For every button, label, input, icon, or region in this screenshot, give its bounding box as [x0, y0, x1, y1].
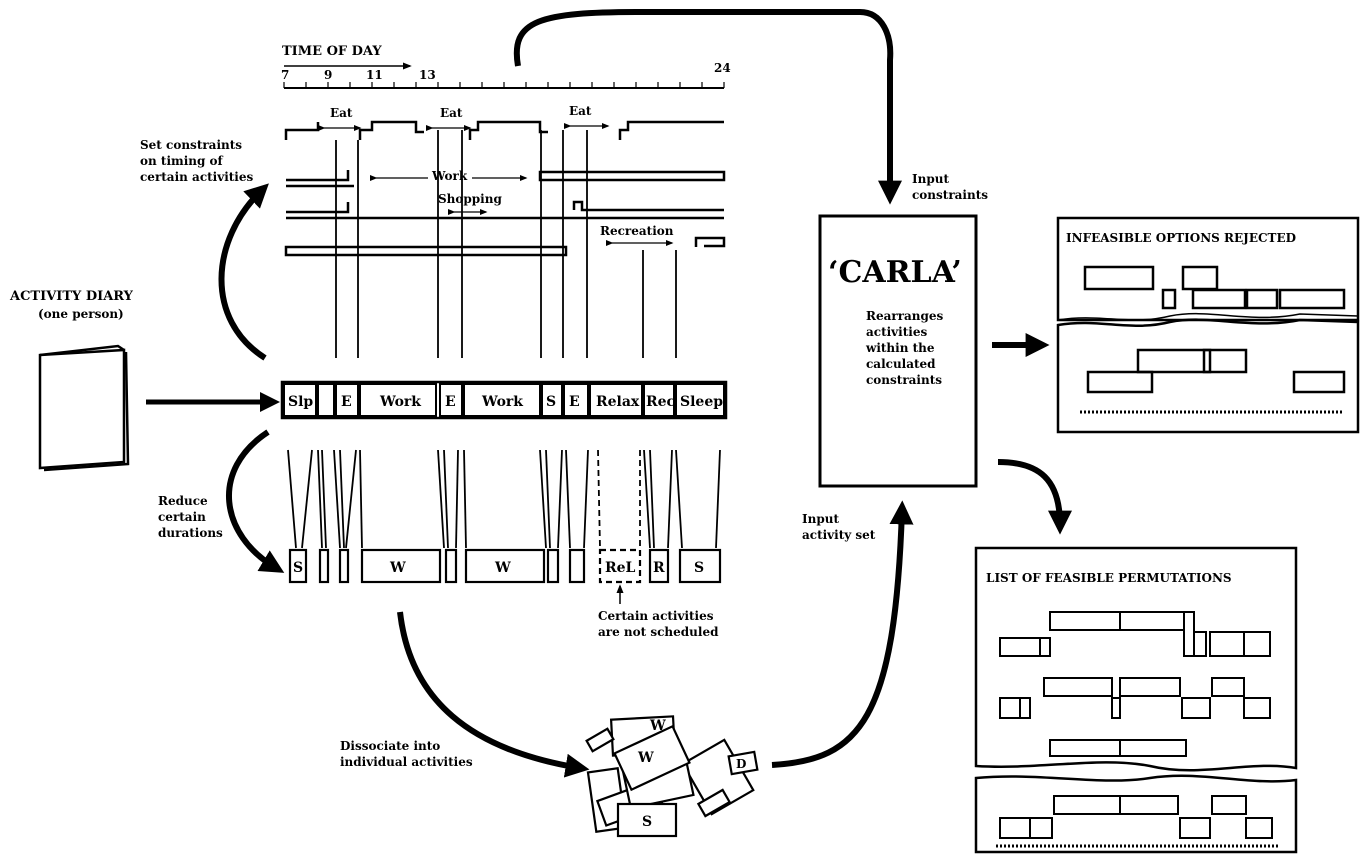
diary-subtitle: (one person) — [38, 307, 124, 321]
constraint-lines — [336, 130, 676, 358]
constraint-labels: Eat Eat Eat Work Shopping Recreation — [324, 104, 674, 243]
shopping-label: Shopping — [438, 192, 502, 206]
note-line: Reduce — [158, 494, 208, 508]
input-activity-label: Input — [802, 512, 839, 526]
reduced-cell: S — [293, 560, 303, 576]
carla-body: within the — [865, 341, 935, 355]
pile-label: W — [637, 750, 654, 766]
activity-cell: E — [341, 394, 352, 410]
carla-title: ‘CARLA’ — [828, 255, 962, 290]
pile-label: W — [649, 718, 666, 734]
pile-label: D — [736, 757, 746, 771]
feasible-panel — [976, 548, 1296, 852]
feasible-title: LIST OF FEASIBLE PERMUTATIONS — [986, 571, 1232, 585]
scheduling-note: Certain activities — [598, 609, 714, 623]
input-constraints-label: Input — [912, 172, 949, 186]
scheduling-note: are not scheduled — [598, 625, 719, 639]
tick-label: 9 — [324, 68, 332, 82]
reduction-lines — [288, 450, 720, 548]
carla-body: Rearranges — [866, 309, 944, 323]
note-line: certain — [158, 510, 206, 524]
note-line: Dissociate into — [340, 739, 440, 753]
infeasible-panel — [1058, 218, 1358, 432]
infeasible-title: INFEASIBLE OPTIONS REJECTED — [1066, 231, 1296, 245]
input-activity-label: activity set — [802, 528, 876, 542]
work-label: Work — [431, 169, 468, 183]
activity-pile — [587, 716, 758, 836]
activity-diary: ACTIVITY DIARY (one person) — [9, 289, 272, 470]
activity-cell: Slp — [288, 394, 313, 410]
reduced-cell: S — [694, 560, 704, 576]
eat-label-1: Eat — [330, 106, 353, 120]
time-axis: TIME OF DAY 7 9 11 13 24 — [281, 44, 731, 88]
activity-cell: Rec — [646, 394, 675, 410]
input-constraints-label: constraints — [912, 188, 988, 202]
carla-box: ‘CARLA’ Rearranges activities within the… — [820, 216, 976, 486]
reduced-cell: W — [389, 560, 406, 576]
time-axis-title: TIME OF DAY — [282, 44, 382, 59]
reduced-cell: ReL — [605, 560, 636, 576]
note-line: Set constraints — [140, 138, 242, 152]
tick-label: 7 — [281, 68, 289, 82]
tick-label: 24 — [714, 61, 731, 75]
activity-row: Slp E Work E Work S E Relax Rec Sleep — [282, 382, 726, 418]
activity-cell: S — [546, 394, 556, 410]
note-line: on timing of — [140, 154, 224, 168]
carla-body: constraints — [866, 373, 942, 387]
activity-cell: Sleep — [680, 394, 723, 410]
note-line: certain activities — [140, 170, 253, 184]
eat-label-2: Eat — [440, 106, 463, 120]
tick-label: 13 — [419, 68, 436, 82]
recreation-label: Recreation — [600, 224, 674, 238]
carla-body: calculated — [866, 357, 936, 371]
diary-title: ACTIVITY DIARY — [9, 289, 134, 304]
flow-arrows — [221, 12, 1060, 768]
pile-label: S — [642, 814, 652, 830]
book-icon — [40, 346, 128, 470]
activity-cell: Relax — [596, 394, 640, 410]
activity-cell: Work — [379, 394, 421, 410]
left-notes: Set constraints on timing of certain act… — [140, 138, 473, 769]
note-line: individual activities — [340, 755, 473, 769]
activity-cell: Work — [481, 394, 523, 410]
note-line: durations — [158, 526, 223, 540]
carla-body: activities — [866, 325, 927, 339]
activity-cell: E — [569, 394, 580, 410]
reduced-cell: R — [653, 560, 665, 576]
eat-label-3: Eat — [569, 104, 592, 118]
reduced-cell: W — [494, 560, 511, 576]
activity-cell: E — [445, 394, 456, 410]
tick-label: 11 — [366, 68, 383, 82]
